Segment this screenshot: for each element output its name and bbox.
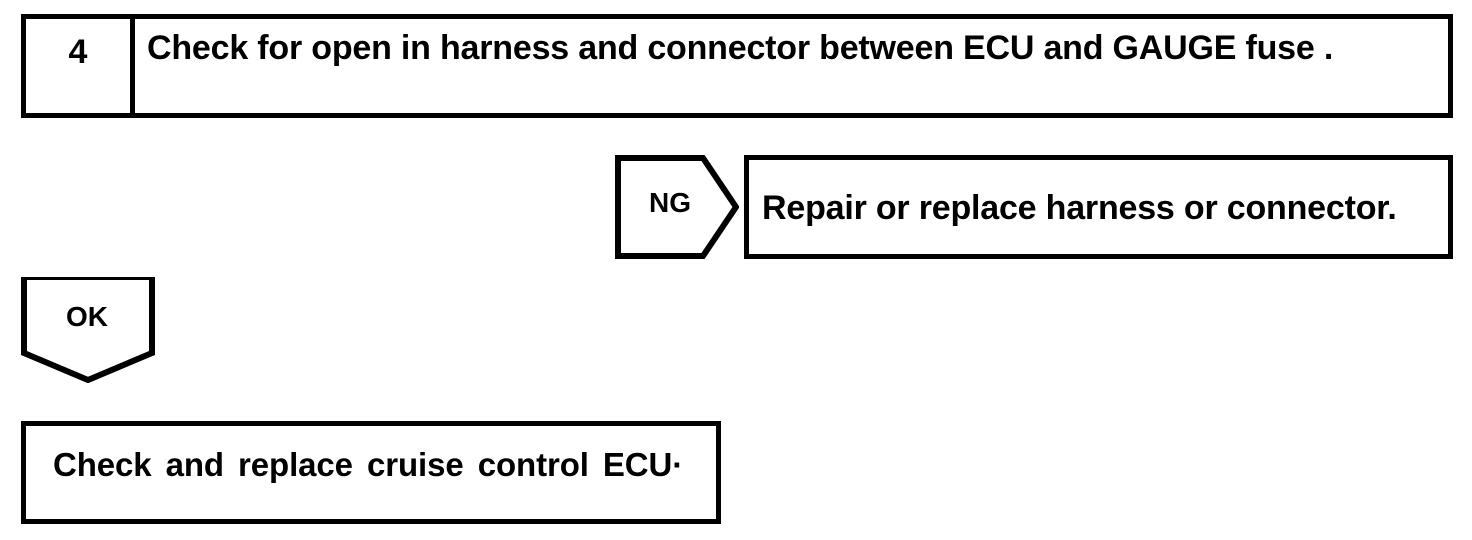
- step-number-cell: 4: [26, 19, 135, 113]
- ok-pentagon-down-icon: [21, 277, 155, 383]
- step-number: 4: [68, 33, 88, 71]
- ng-tag-label: NG: [649, 187, 691, 218]
- ng-action-text: Repair or replace harness or connector.: [762, 189, 1397, 227]
- ok-action-text: Check and replace cruise control ECU·: [53, 446, 684, 483]
- ng-pentagon-right-icon: [615, 155, 739, 259]
- ng-arrow-tag: NG: [615, 155, 739, 259]
- ng-action-box: Repair or replace harness or connector.: [744, 155, 1453, 259]
- step-instruction-text: Check for open in harness and connector …: [147, 29, 1334, 67]
- step-instruction-cell: Check for open in harness and connector …: [135, 19, 1448, 113]
- ng-branch: NG Repair or replace harness or connecto…: [615, 155, 1453, 259]
- ok-arrow-tag: OK: [21, 277, 155, 383]
- ok-action-box: Check and replace cruise control ECU·: [21, 421, 721, 524]
- step-row: 4 Check for open in harness and connecto…: [21, 14, 1453, 118]
- ok-tag-label: OK: [66, 301, 108, 332]
